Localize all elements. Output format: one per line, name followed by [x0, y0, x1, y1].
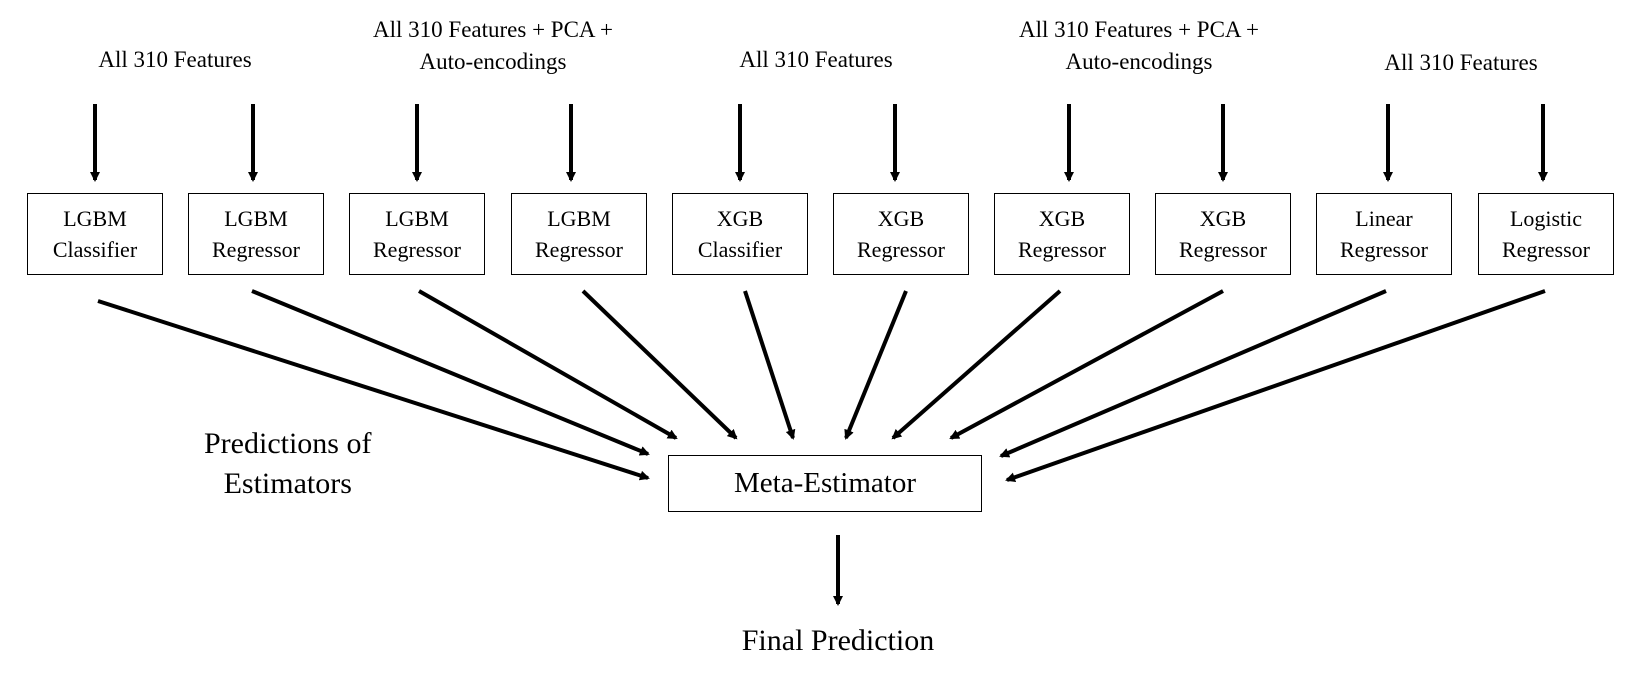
- predictions-label-line: Estimators: [223, 467, 352, 500]
- prediction-arrow: [999, 289, 1387, 458]
- estimator-type: Classifier: [52, 237, 138, 262]
- prediction-arrow: [1005, 289, 1546, 483]
- estimator-name: Linear: [1355, 206, 1413, 231]
- prediction-arrow: [418, 289, 678, 440]
- predictions-label-line: Predictions of: [204, 427, 372, 460]
- estimator-name: XGB: [716, 206, 764, 231]
- prediction-arrow: [743, 290, 796, 440]
- feature-group-line: All 310 Features + PCA +: [1019, 17, 1259, 42]
- estimator-name: LGBM: [547, 206, 611, 231]
- prediction-arrow: [949, 289, 1224, 440]
- estimator-box: XGB Regressor: [1155, 193, 1291, 275]
- estimator-box: Linear Regressor: [1316, 193, 1452, 275]
- feature-group-line: All 310 Features: [98, 47, 252, 72]
- estimator-name: LGBM: [385, 206, 449, 231]
- prediction-arrow: [97, 299, 650, 481]
- estimator-name: XGB: [1199, 206, 1247, 231]
- final-prediction-label: Final Prediction: [720, 621, 956, 661]
- feature-group-label: All 310 Features: [1384, 47, 1537, 79]
- estimator-box: Logistic Regressor: [1478, 193, 1614, 275]
- feature-group-label: All 310 Features: [98, 44, 251, 76]
- feature-group-line: All 310 Features + PCA +: [373, 17, 613, 42]
- feature-group-line: Auto-encodings: [1065, 49, 1213, 74]
- estimator-box: XGB Regressor: [833, 193, 969, 275]
- estimator-type: Regressor: [1018, 237, 1106, 262]
- estimator-type: Regressor: [1340, 237, 1428, 262]
- estimator-name: XGB: [877, 206, 925, 231]
- feature-group-label: All 310 Features + PCA + Auto-encodings: [1019, 14, 1259, 78]
- estimator-type: Regressor: [212, 237, 300, 262]
- estimator-name: LGBM: [63, 206, 127, 231]
- estimator-type: Regressor: [857, 237, 945, 262]
- estimator-box: LGBM Regressor: [188, 193, 324, 275]
- meta-estimator-box: Meta-Estimator: [668, 455, 982, 512]
- meta-estimator-label: Meta-Estimator: [733, 467, 916, 499]
- estimator-type: Classifier: [697, 237, 783, 262]
- predictions-label: Predictions of Estimators: [204, 424, 371, 504]
- prediction-arrow: [581, 289, 738, 440]
- feature-group-label: All 310 Features + PCA + Auto-encodings: [373, 14, 613, 78]
- estimator-type: Regressor: [1179, 237, 1267, 262]
- feature-group-line: All 310 Features: [739, 47, 893, 72]
- estimator-box: XGB Classifier: [672, 193, 808, 275]
- estimator-box: LGBM Regressor: [349, 193, 485, 275]
- final-prediction-text: Final Prediction: [741, 624, 935, 657]
- estimator-box: LGBM Classifier: [27, 193, 163, 275]
- feature-group-label: All 310 Features: [739, 44, 892, 76]
- estimator-box: XGB Regressor: [994, 193, 1130, 275]
- feature-group-line: Auto-encodings: [419, 49, 567, 74]
- estimator-name: Logistic: [1509, 206, 1583, 231]
- prediction-arrow: [251, 289, 650, 456]
- estimator-type: Regressor: [1502, 237, 1590, 262]
- estimator-type: Regressor: [535, 237, 623, 262]
- prediction-arrow: [891, 289, 1062, 440]
- estimator-name: LGBM: [224, 206, 288, 231]
- feature-group-line: All 310 Features: [1384, 50, 1538, 75]
- estimator-name: XGB: [1038, 206, 1086, 231]
- prediction-arrow: [844, 290, 908, 440]
- estimator-type: Regressor: [373, 237, 461, 262]
- estimator-box: LGBM Regressor: [511, 193, 647, 275]
